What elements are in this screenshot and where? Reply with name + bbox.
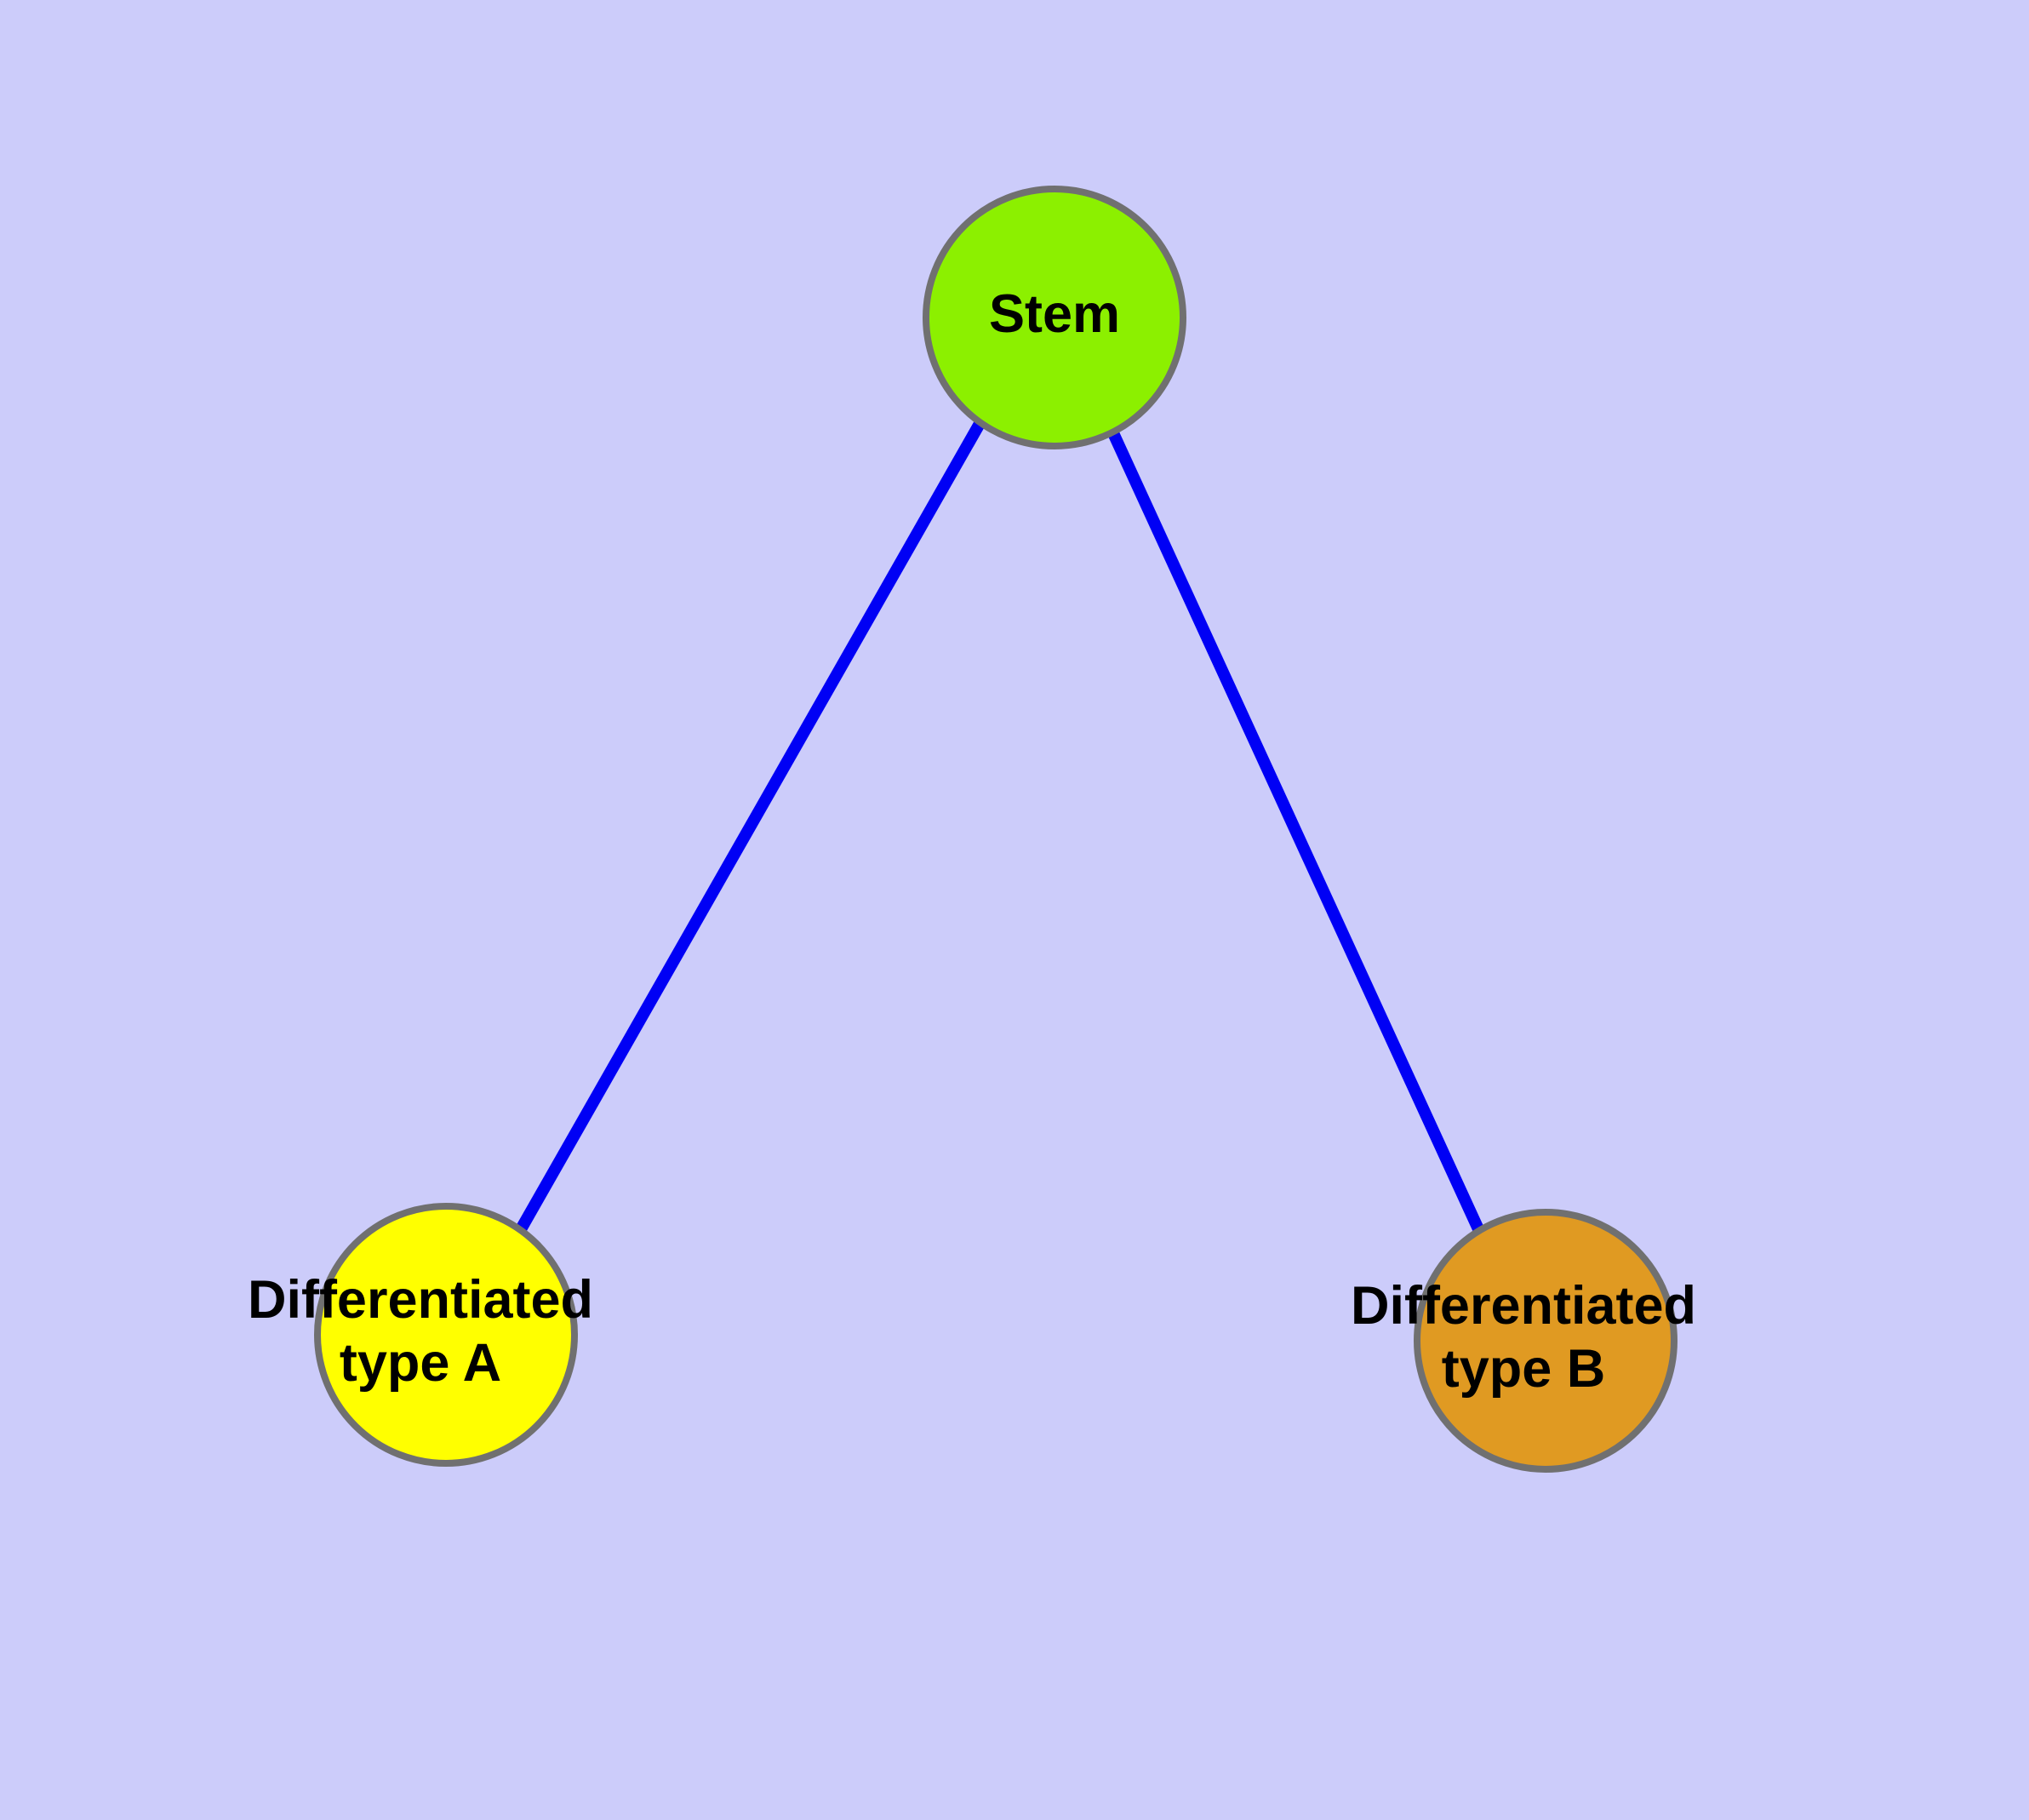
node-circle-diff-b[interactable] <box>1414 1209 1677 1473</box>
node-label-line: Differentiated <box>1351 1275 1696 1335</box>
node-label-line: type A <box>340 1333 501 1393</box>
node-label-line: Stem <box>989 284 1120 344</box>
node-circle-diff-a[interactable] <box>314 1203 578 1467</box>
edges-layer <box>515 419 1485 1233</box>
node-label-line: Differentiated <box>248 1269 593 1329</box>
node-circle-stem[interactable] <box>923 186 1186 449</box>
node-label-stem: Stem <box>989 284 1120 344</box>
node-stem[interactable]: Stem <box>923 186 1186 449</box>
edge-stem-to-diff-a <box>515 419 986 1233</box>
node-label-line: type B <box>1442 1339 1606 1399</box>
edge-stem-to-diff-b <box>1104 423 1485 1233</box>
